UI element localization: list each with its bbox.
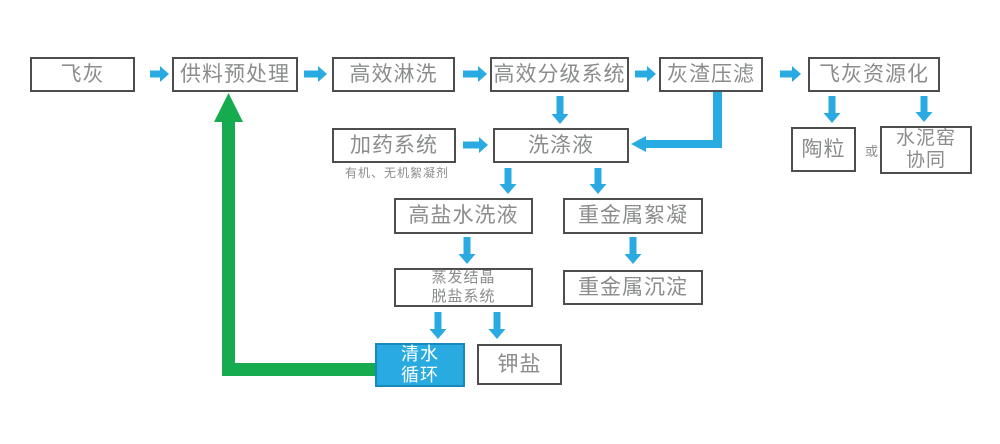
arrow-flocculation-to-precipitation <box>624 237 642 264</box>
arrow-dosing-to-washing-liquid <box>463 137 488 153</box>
arrow-rinsing-to-grading <box>463 66 487 82</box>
arrow-recycling-to-cement-kiln <box>915 96 933 122</box>
recycle-arrow-clean-water-to-pretreatment <box>214 93 375 376</box>
arrow-press-filter-to-recycling <box>780 66 801 82</box>
node-ceramsite: 陶粒 <box>791 127 856 172</box>
arrow-washing-liquid-to-flocculation <box>589 168 607 194</box>
or-label: 或 <box>864 144 879 159</box>
arrow-evaporation-to-potassium <box>488 312 506 339</box>
arrow-grading-to-washing-liquid <box>551 96 569 124</box>
node-potassium-salt: 钾盐 <box>477 344 562 385</box>
node-heavy-metal-flocculation: 重金属絮凝 <box>563 198 703 234</box>
node-grading-system: 高效分级系统 <box>490 57 629 92</box>
node-ash-press-filter: 灰渣压滤 <box>659 57 763 92</box>
node-feed-pretreatment: 供料预处理 <box>172 57 298 92</box>
node-cement-kiln: 水泥窑 协同 <box>880 126 972 174</box>
arrow-recycling-to-ceramsite <box>823 96 841 123</box>
arrow-press-filter-to-washing-liquid <box>631 91 722 152</box>
node-fly-ash: 飞灰 <box>30 57 135 92</box>
node-efficient-rinsing: 高效淋洗 <box>332 57 455 92</box>
node-heavy-metal-precipitation: 重金属沉淀 <box>563 270 703 305</box>
arrow-pretreatment-to-rinsing <box>304 66 327 82</box>
node-high-salt-wash: 高盐水洗液 <box>394 198 533 234</box>
arrow-fly-ash-to-pretreatment <box>150 66 169 82</box>
arrow-washing-liquid-to-high-salt <box>499 168 517 194</box>
node-evaporation-desalination: 蒸发结晶 脱盐系统 <box>394 268 533 307</box>
node-fly-ash-recycling: 飞灰资源化 <box>808 57 940 92</box>
node-dosing-system: 加药系统 <box>332 128 456 163</box>
arrow-evaporation-to-clean-water <box>429 312 447 339</box>
node-washing-liquid: 洗涤液 <box>493 128 629 163</box>
dosing-system-note: 有机、无机絮凝剂 <box>344 166 449 180</box>
arrow-grading-to-press-filter <box>635 66 656 82</box>
arrow-high-salt-to-evaporation <box>458 237 476 264</box>
node-clean-water-cycle: 清水 循环 <box>375 343 465 387</box>
